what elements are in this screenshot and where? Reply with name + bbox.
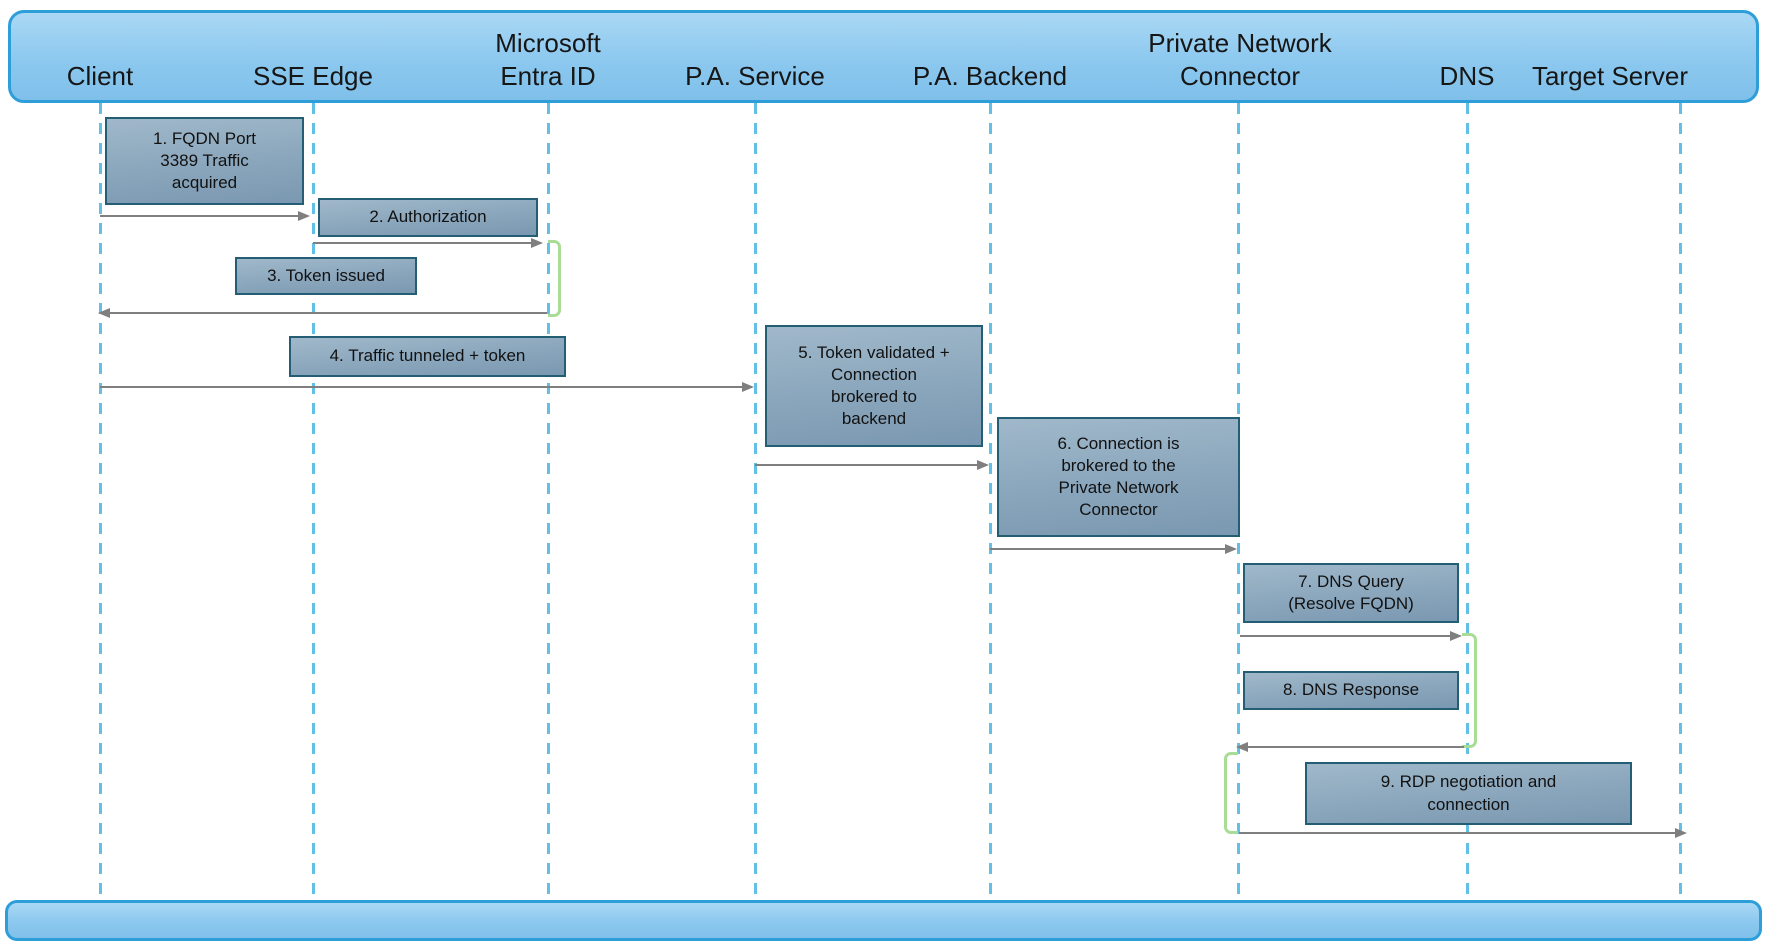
arrow-5-pa-service-to-pa-backend xyxy=(755,460,989,470)
message-box-1: 1. FQDN Port 3389 Traffic acquired xyxy=(105,117,304,205)
lifeline-pa-backend xyxy=(989,103,992,900)
message-box-2: 2. Authorization xyxy=(318,198,538,237)
activation-entra-id xyxy=(548,240,561,317)
arrow-3-entra-id-to-client xyxy=(98,308,547,318)
lifeline-pa-service xyxy=(754,103,757,900)
arrow-4-client-to-pa-service xyxy=(100,382,754,392)
lifeline-dns xyxy=(1466,103,1469,900)
lifeline-client xyxy=(99,103,102,900)
activation-dns xyxy=(1462,633,1477,748)
lifeline-target-server xyxy=(1679,103,1682,900)
message-box-9: 9. RDP negotiation and connection xyxy=(1305,762,1632,825)
arrow-1-client-to-sse-edge xyxy=(100,211,310,221)
actor-label-private-network-connector: Private Network Connector xyxy=(1148,28,1332,91)
arrow-2-sse-edge-to-entra-id xyxy=(313,238,543,248)
message-box-5: 5. Token validated + Connection brokered… xyxy=(765,325,983,447)
message-box-3: 3. Token issued xyxy=(235,257,417,295)
actor-label-pa-service: P.A. Service xyxy=(685,60,825,91)
arrow-6-pa-backend-to-connector xyxy=(990,544,1237,554)
activation-private-network-connector xyxy=(1224,752,1238,834)
arrow-9-connector-to-target-server xyxy=(1239,828,1687,838)
message-box-7: 7. DNS Query (Resolve FQDN) xyxy=(1243,563,1459,623)
actor-label-pa-backend: P.A. Backend xyxy=(912,60,1068,91)
arrow-8-dns-to-connector xyxy=(1236,742,1464,752)
actor-label-sse-edge: SSE Edge xyxy=(253,60,373,91)
footer-bar xyxy=(5,900,1762,941)
message-box-4: 4. Traffic tunneled + token xyxy=(289,336,566,377)
header-bar xyxy=(8,10,1759,103)
lifeline-sse-edge xyxy=(312,103,315,900)
lifeline-entra-id xyxy=(547,103,550,900)
actor-label-dns: DNS xyxy=(1439,60,1495,91)
actor-label-microsoft-entra-id: Microsoft Entra ID xyxy=(495,28,601,91)
message-box-6: 6. Connection is brokered to the Private… xyxy=(997,417,1240,537)
message-box-8: 8. DNS Response xyxy=(1243,671,1459,710)
actor-label-client: Client xyxy=(66,60,134,91)
arrow-7-connector-to-dns xyxy=(1240,631,1462,641)
actor-label-target-server: Target Server xyxy=(1531,60,1689,91)
